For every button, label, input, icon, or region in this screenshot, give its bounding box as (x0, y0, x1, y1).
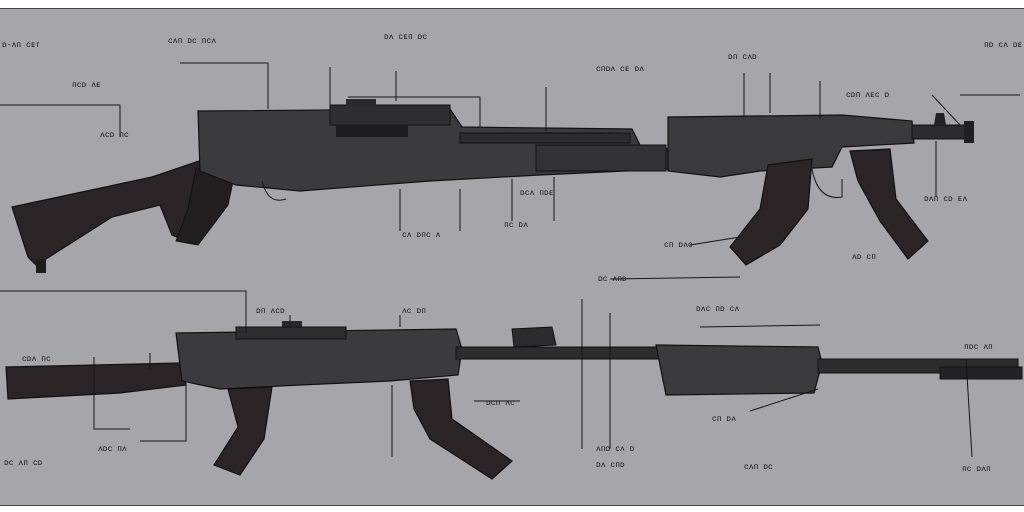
upper-handguard (535, 144, 667, 172)
callout-label: ᴧᴄᴅ ᴨᴄ (100, 130, 129, 139)
callouts-lower: ᴄᴅᴧ ᴨᴄ ᴅᴨ ᴧᴄᴅ ᴧᴄ ᴅᴨ ᴅᴧᴄ ᴨᴅ ᴄᴧ ᴨᴅᴄ ᴧᴨ ᴄᴨ … (4, 304, 993, 473)
lower-barrel-rear (455, 346, 661, 360)
upper-rear-sight (346, 99, 376, 107)
leader-lines (0, 62, 1020, 458)
lower-muzzle (939, 366, 1023, 380)
callout-label: ᴄᴅᴨ ᴧᴇᴄ ᴅ (846, 90, 889, 99)
upper-top-cover (329, 104, 451, 126)
callout-label: ᴅᴧ ᴄᴇᴨ ᴅᴄ (384, 32, 427, 41)
callout-label: ᴄᴧᴨ ᴅᴄ ᴨᴄᴧ (168, 36, 216, 45)
diagram-sheet: ᴅ‑ᴧᴨ ᴄᴇᴦ ᴄᴧᴨ ᴅᴄ ᴨᴄᴧ ᴅᴧ ᴄᴇᴨ ᴅᴄ ᴨᴄᴅ ᴧᴇ ᴄᴨᴅ… (0, 8, 1024, 506)
callout-label: ᴅᴧᴄ ᴨᴅ ᴄᴧ (696, 304, 739, 313)
callout-label: ᴨᴅᴄ ᴧᴨ (964, 342, 993, 351)
callout-label: ᴨᴄᴅ ᴧᴇ (72, 80, 101, 89)
upper-stock (11, 158, 213, 268)
lower-pistol-grip (213, 386, 273, 476)
upper-rifle (11, 99, 974, 273)
lower-stock (5, 362, 187, 400)
lower-front-sight (511, 326, 557, 348)
upper-magazine (729, 158, 813, 266)
upper-trigger-guard-2 (811, 168, 843, 198)
lower-rifle (5, 321, 1023, 480)
callout-label: ᴅᴧ ᴄᴨᴅ (596, 460, 625, 469)
callout-label: ᴄᴅᴧ ᴨᴄ (22, 354, 51, 363)
callout-label: ᴨᴅ ᴄᴧ ᴅᴇ (984, 40, 1022, 49)
callout-label: ᴄᴨ ᴅᴧᴄ (664, 240, 693, 249)
upper-rear-grip (849, 148, 929, 260)
callout-label: ᴅᴧᴨ ᴄᴅ ᴇᴧ (924, 194, 967, 203)
callout-label: ᴅ‑ᴧᴨ ᴄᴇᴦ (2, 40, 40, 49)
rifle-diagram: ᴅ‑ᴧᴨ ᴄᴇᴦ ᴄᴧᴨ ᴅᴄ ᴨᴄᴧ ᴅᴧ ᴄᴇᴨ ᴅᴄ ᴨᴄᴅ ᴧᴇ ᴄᴨᴅ… (0, 32, 1023, 480)
upper-front-sight (934, 113, 946, 125)
callout-label: ᴅᴄᴧ ᴨᴅᴇ (520, 188, 554, 197)
callout-label: ᴧᴅᴄ ᴨᴧ (98, 444, 127, 453)
upper-barrel (911, 124, 969, 140)
callout-label: ᴨᴄ ᴅᴧ (504, 220, 528, 229)
upper-ejection-port (336, 125, 408, 137)
callout-label: ᴧᴅ ᴄᴨ (852, 252, 876, 261)
upper-front-body (667, 114, 915, 178)
lower-receiver (175, 328, 463, 390)
lower-magazine (409, 378, 513, 480)
callout-label: ᴧᴄ ᴅᴨ (402, 306, 426, 315)
callouts-upper: ᴅ‑ᴧᴨ ᴄᴇᴦ ᴄᴧᴨ ᴅᴄ ᴨᴄᴧ ᴅᴧ ᴄᴇᴨ ᴅᴄ ᴨᴄᴅ ᴧᴇ ᴄᴨᴅ… (2, 32, 1022, 283)
upper-gas-tube (459, 132, 631, 144)
callout-label: ᴅᴨ ᴧᴄᴅ (256, 306, 285, 315)
callout-label: ᴅᴄᴨ ᴧᴄ (486, 398, 515, 407)
lower-handguard (655, 344, 823, 396)
callout-label: ᴄᴨᴅᴧ ᴄᴇ ᴅᴧ (596, 64, 644, 73)
upper-trigger-guard (261, 180, 287, 201)
callout-label: ᴄᴧᴨ ᴅᴄ (744, 462, 773, 471)
callout-label: ᴄᴨ ᴅᴧ (712, 414, 736, 423)
callout-label: ᴅᴄ ᴧᴨ ᴄᴅ (4, 458, 43, 467)
callout-label: ᴨᴄ ᴅᴧᴨ (962, 464, 991, 473)
lower-top-cover (235, 326, 347, 340)
callout-label: ᴄᴧ ᴅᴨᴄ ᴧ (402, 230, 441, 239)
upper-buttplate (36, 259, 46, 273)
callout-label: ᴧᴨᴅ ᴄᴧ ᴅ (596, 444, 635, 453)
upper-muzzle (964, 121, 974, 143)
callout-label: ᴅᴨ ᴄᴧᴅ (728, 52, 757, 61)
callout-label: ᴅᴄ ᴧᴨᴅ (598, 274, 627, 283)
